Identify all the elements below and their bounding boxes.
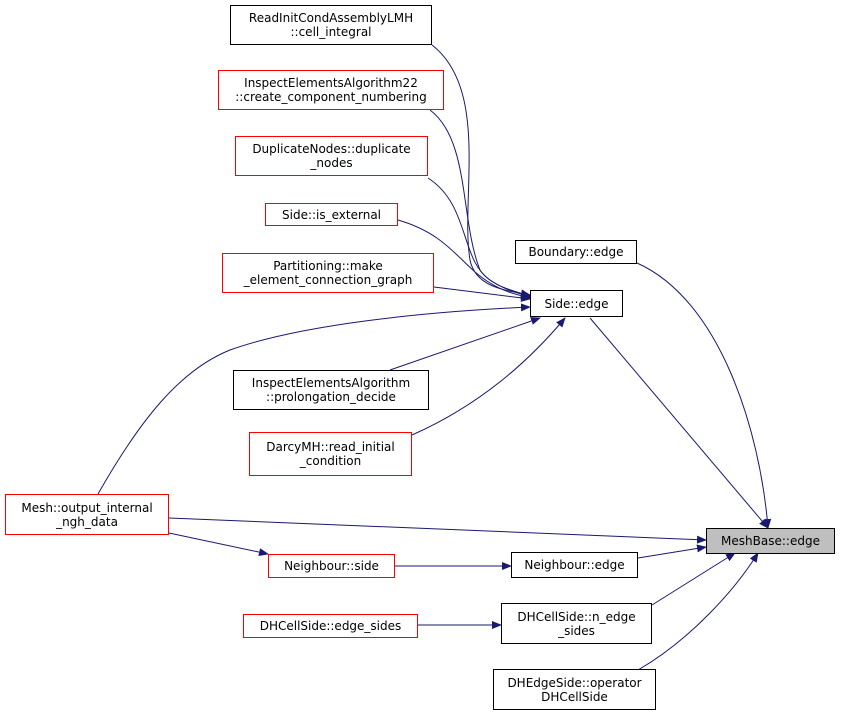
node-label: InspectElementsAlgorithm bbox=[251, 376, 411, 390]
edge-isexternal-sideedge bbox=[397, 219, 531, 300]
node-label: Side::is_external bbox=[282, 207, 381, 222]
edge-darcy-sideedge bbox=[411, 317, 566, 436]
edge-inspect22-sideedge bbox=[429, 109, 531, 298]
node-label: DHCellSide::n_edge bbox=[517, 609, 636, 624]
node-side-edge[interactable]: Side::edge bbox=[530, 290, 623, 317]
edge-meshoutput-sideedge bbox=[97, 303, 531, 495]
node-dhcellside-edge-sides[interactable]: DHCellSide::edge_sides bbox=[243, 614, 418, 638]
node-label: Side::edge bbox=[544, 296, 609, 311]
edge-dhedgeside-meshbase bbox=[637, 552, 759, 671]
node-dhcellside-n-edge-sides[interactable]: DHCellSide::n_edge_sides bbox=[501, 603, 652, 644]
node-label: Mesh::output_internal bbox=[21, 500, 153, 515]
node-create-component-numbering[interactable]: InspectElementsAlgorithm22::create_compo… bbox=[218, 70, 444, 110]
node-label: ::cell_integral bbox=[290, 25, 372, 39]
node-darcy-read-initial-condition[interactable]: DarcyMH::read_initial_condition bbox=[249, 432, 412, 476]
node-boundary-edge[interactable]: Boundary::edge bbox=[515, 240, 637, 264]
node-neighbour-side[interactable]: Neighbour::side bbox=[268, 554, 395, 578]
edge-duplicate-sideedge bbox=[427, 177, 531, 298]
node-label: DarcyMH::read_initial bbox=[266, 440, 395, 454]
edge-nedgesides-meshbase bbox=[651, 552, 736, 606]
node-side-is-external[interactable]: Side::is_external bbox=[265, 203, 398, 226]
node-label: Neighbour::edge bbox=[524, 558, 625, 572]
node-label: DHCellSide bbox=[541, 689, 608, 704]
node-label: DHEdgeSide::operator bbox=[507, 675, 642, 690]
edge-meshoutput-meshbase bbox=[168, 517, 707, 544]
node-duplicate-nodes[interactable]: DuplicateNodes::duplicate_nodes bbox=[235, 136, 428, 176]
node-label: DuplicateNodes::duplicate bbox=[252, 142, 411, 156]
node-readinit-cell-integral[interactable]: ReadInitCondAssemblyLMH::cell_integral bbox=[230, 5, 432, 45]
edge-readinit-sideedge bbox=[431, 44, 531, 298]
edge-sideedge-meshbase bbox=[589, 317, 769, 529]
node-label: ::create_component_numbering bbox=[235, 90, 427, 104]
node-prolongation-decide[interactable]: InspectElementsAlgorithm::prolongation_d… bbox=[233, 370, 429, 410]
node-label: ReadInitCondAssemblyLMH bbox=[248, 11, 414, 25]
node-label: DHCellSide::edge_sides bbox=[259, 619, 402, 633]
node-label: Boundary::edge bbox=[528, 245, 624, 259]
node-label: _nodes bbox=[310, 156, 353, 170]
node-label: Partitioning::make bbox=[273, 259, 383, 273]
node-neighbour-edge[interactable]: Neighbour::edge bbox=[511, 552, 638, 578]
node-meshbase-edge[interactable]: MeshBase::edge bbox=[706, 528, 835, 554]
node-mesh-output-internal-ngh-data[interactable]: Mesh::output_internal_ngh_data bbox=[5, 494, 169, 535]
node-label: InspectElementsAlgorithm22 bbox=[244, 76, 418, 90]
edge-boundary-meshbase bbox=[636, 262, 772, 529]
edge-prolongation-sideedge bbox=[389, 317, 541, 371]
node-label: ::prolongation_decide bbox=[266, 390, 396, 404]
edge-partitioning-sideedge bbox=[433, 286, 531, 302]
edge-meshoutput-neighbourside bbox=[168, 532, 269, 557]
node-label: Neighbour::side bbox=[284, 559, 379, 573]
node-label: _condition bbox=[299, 454, 362, 468]
node-label: MeshBase::edge bbox=[721, 534, 820, 548]
node-label: _sides bbox=[558, 623, 595, 638]
node-make-element-connection-graph[interactable]: Partitioning::make_element_connection_gr… bbox=[222, 253, 434, 293]
node-label: _ngh_data bbox=[56, 514, 118, 529]
edge-neighbouredge-meshbase bbox=[637, 544, 707, 559]
node-label: _element_connection_graph bbox=[243, 273, 413, 287]
